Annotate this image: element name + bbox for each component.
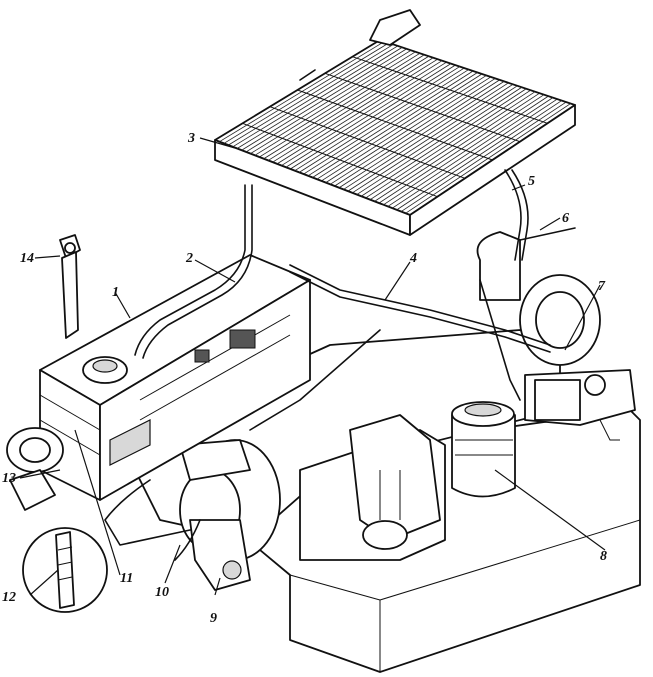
callout-1: 1 bbox=[112, 285, 119, 300]
callout-12: 12 bbox=[2, 590, 16, 605]
radiator-core-divider bbox=[269, 106, 466, 179]
callout-6: 6 bbox=[562, 211, 569, 226]
leader-lines bbox=[19, 137, 606, 596]
callout-5: 5 bbox=[528, 174, 535, 189]
callout-3: 3 bbox=[187, 131, 195, 146]
callout-2: 2 bbox=[185, 251, 193, 266]
expansion-tank bbox=[39, 254, 311, 501]
callout-10: 10 bbox=[155, 585, 169, 600]
callout-8: 8 bbox=[600, 549, 607, 564]
radiator-core-divider bbox=[242, 122, 438, 198]
callout-7: 7 bbox=[598, 279, 606, 294]
water-pump-assembly bbox=[179, 439, 281, 591]
radiator bbox=[214, 9, 576, 236]
callout-4: 4 bbox=[409, 251, 417, 266]
callout-9: 9 bbox=[210, 611, 217, 626]
callout-13: 13 bbox=[2, 471, 16, 486]
callout-11: 11 bbox=[120, 571, 133, 586]
coolant-pipes bbox=[104, 169, 576, 561]
oil-filter bbox=[451, 401, 516, 498]
drive-coupling bbox=[6, 427, 64, 511]
detail-inset-circle bbox=[22, 527, 108, 613]
thermometer bbox=[59, 234, 81, 339]
radiator-core-divider bbox=[352, 56, 548, 124]
radiator-fins bbox=[219, 41, 571, 214]
callout-labels: 1 2 3 4 5 6 7 8 9 10 11 12 13 14 bbox=[2, 131, 607, 626]
radiator-core-divider bbox=[324, 72, 521, 143]
callout-14: 14 bbox=[20, 251, 34, 266]
radiator-core-divider bbox=[297, 89, 493, 161]
